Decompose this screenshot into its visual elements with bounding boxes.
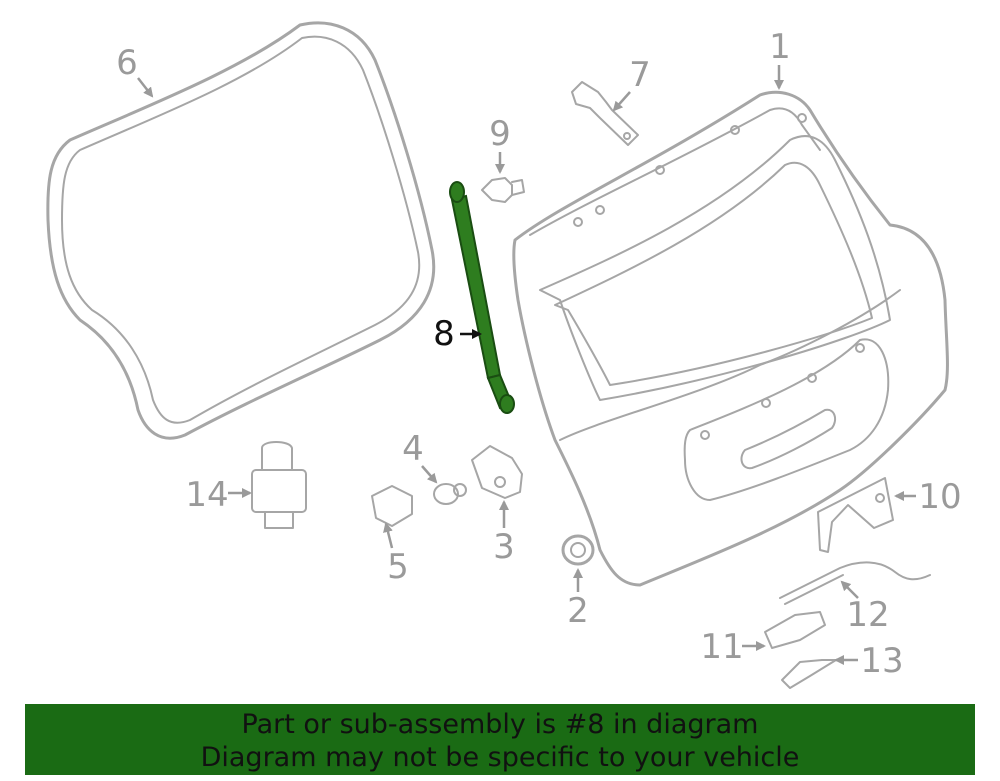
callout-6: 6 [116,43,154,98]
svg-text:10: 10 [918,477,961,517]
part-5-cap [371,485,413,527]
parts-diagram: 1 2 3 4 5 6 7 8 9 10 11 12 [46,21,962,689]
banner-line-part: Part or sub-assembly is #8 in diagram [241,709,759,740]
part-4-buffer [433,483,467,505]
callout-9: 9 [489,114,511,174]
part-12-cable [779,561,931,605]
info-banner: Part or sub-assembly is #8 in diagram Di… [25,704,975,775]
svg-text:11: 11 [700,627,743,667]
part-3-hinge [471,445,523,499]
svg-text:9: 9 [489,114,511,154]
svg-text:7: 7 [629,55,651,95]
callout-4: 4 [402,429,438,484]
callout-12: 12 [840,580,890,635]
svg-text:12: 12 [846,595,889,635]
part-8-gas-strut [449,181,515,414]
part-14-switch [251,441,307,529]
part-11-latch [764,611,826,649]
svg-text:8: 8 [433,314,455,354]
callout-11: 11 [700,627,766,667]
part-9-bolt [481,177,525,203]
svg-text:13: 13 [860,641,903,681]
svg-text:3: 3 [493,527,515,567]
banner-line-disclaimer: Diagram may not be specific to your vehi… [200,742,800,773]
callout-14: 14 [185,475,252,515]
svg-text:4: 4 [402,429,424,469]
callout-5: 5 [383,522,409,587]
callout-13: 13 [834,641,904,681]
callout-2: 2 [567,568,589,631]
part-1-tailgate [512,90,949,587]
callout-7: 7 [612,55,651,112]
part-6-glass-seal [46,21,436,440]
svg-text:2: 2 [567,591,589,631]
svg-text:1: 1 [769,27,791,67]
svg-text:14: 14 [185,475,228,515]
part-2-grommet [561,534,595,566]
callout-10: 10 [894,477,962,517]
callout-3: 3 [493,500,515,567]
svg-text:6: 6 [116,43,138,83]
part-7-bracket [571,81,639,146]
part-10-bracket [817,477,894,553]
callout-8: 8 [433,314,482,354]
svg-text:5: 5 [387,547,409,587]
part-13-plate [781,659,837,689]
callout-1: 1 [769,27,791,90]
